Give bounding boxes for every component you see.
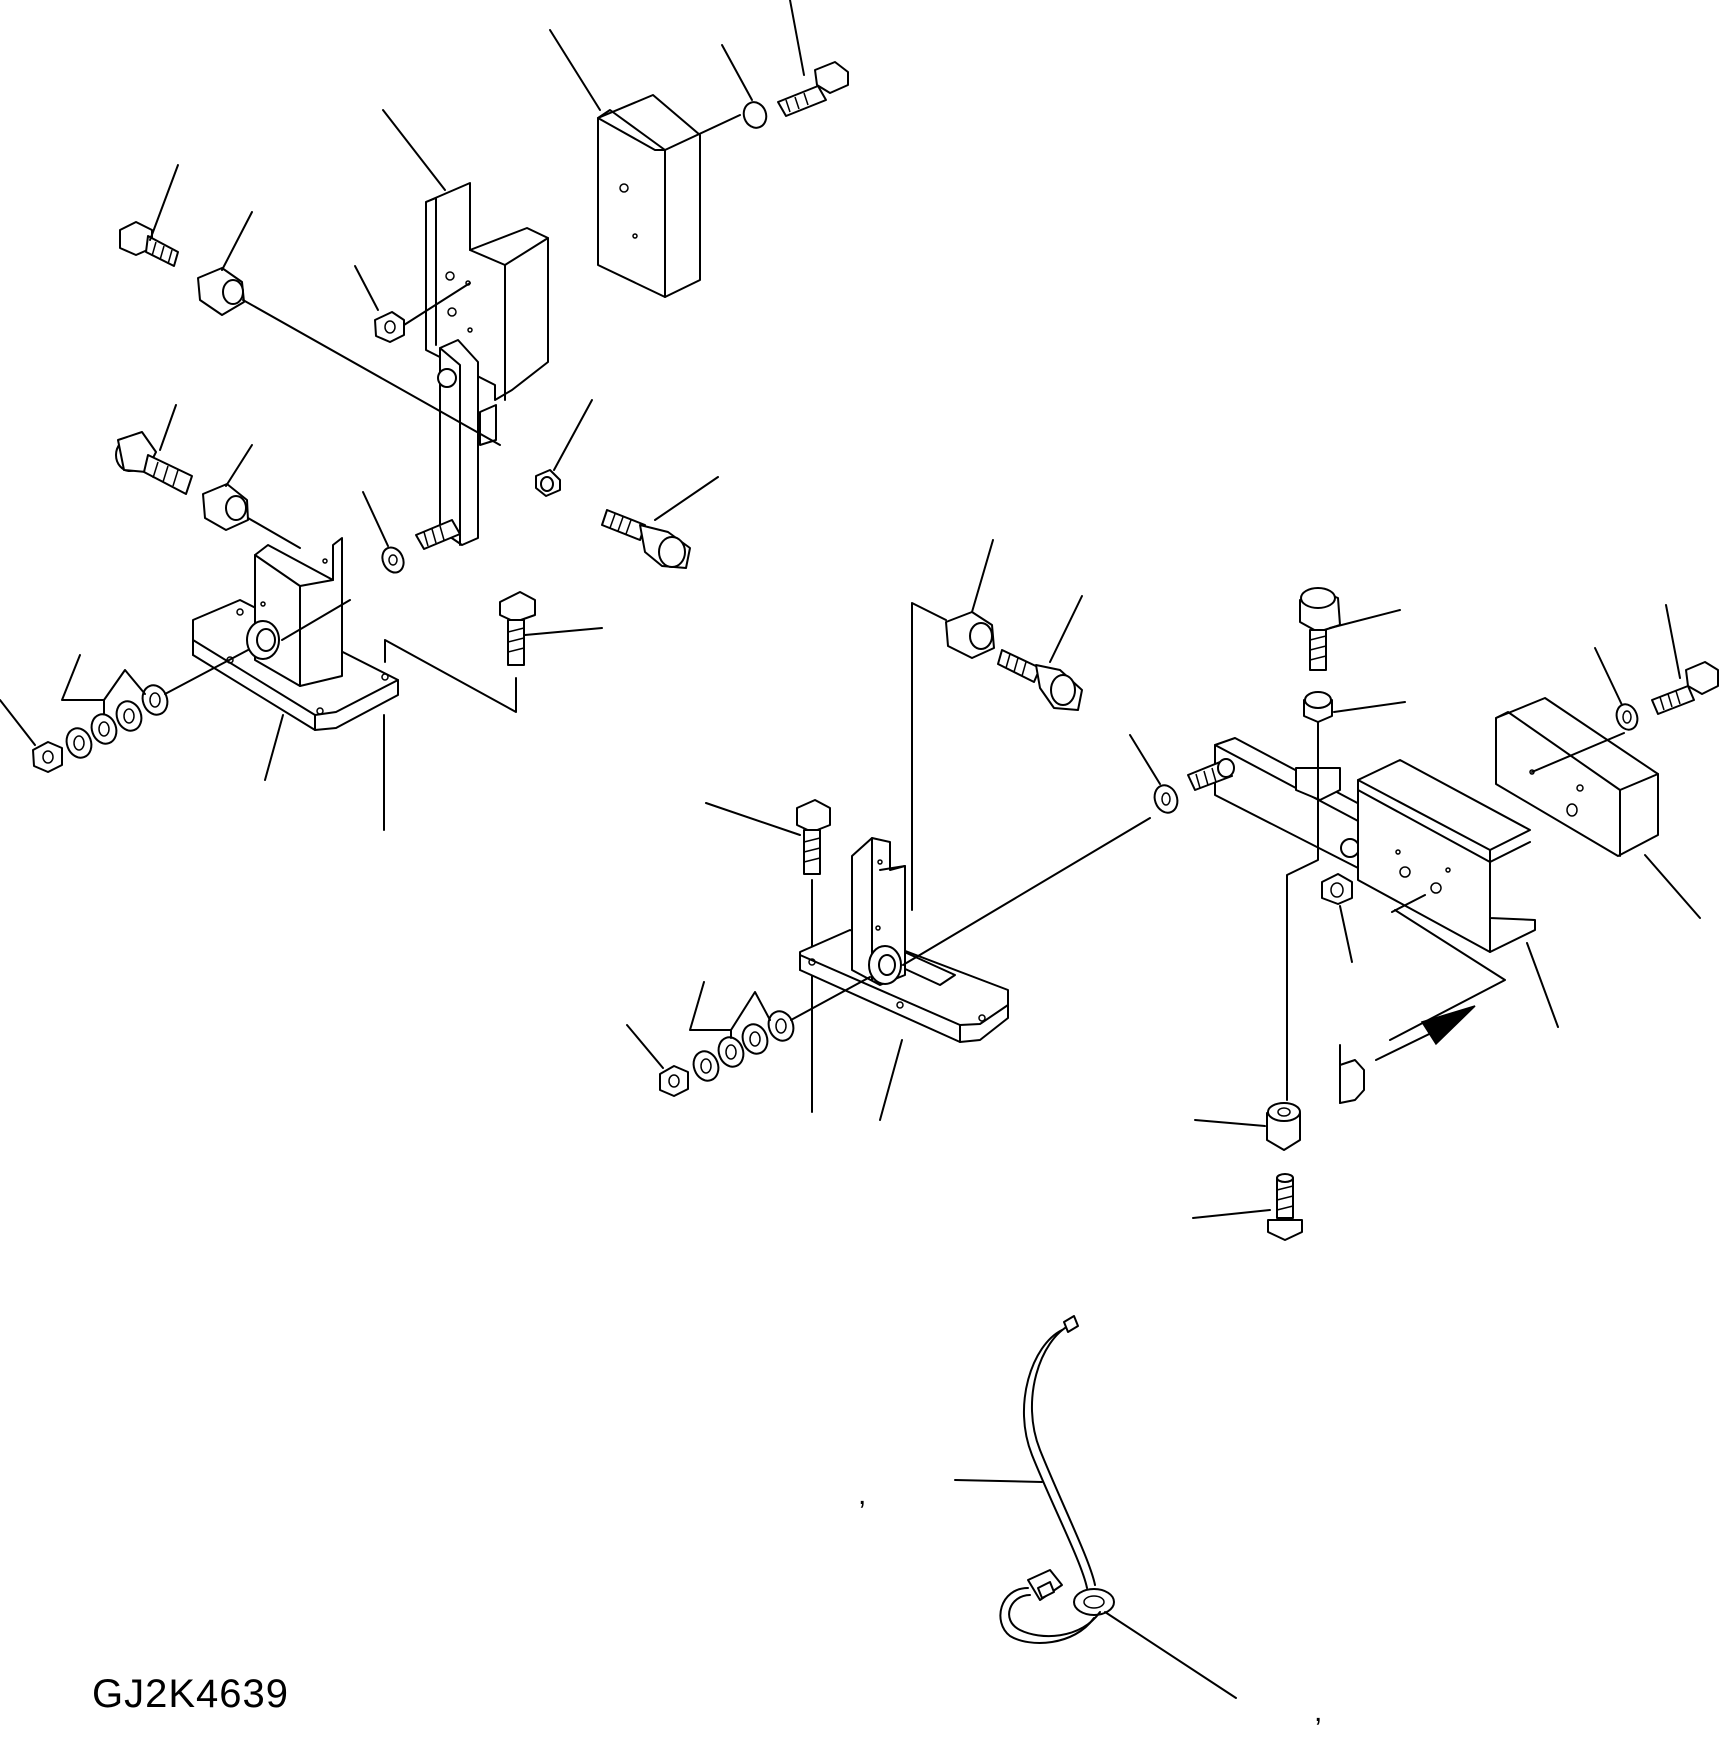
centerline [1531, 732, 1625, 773]
leader-line [654, 476, 719, 521]
leader-line [1339, 905, 1353, 963]
leader-line [221, 211, 253, 271]
spacer-icon [945, 611, 995, 659]
leader-line [1526, 942, 1559, 1028]
leader-line [789, 0, 805, 76]
centerline [1286, 721, 1319, 1101]
washer-icon [381, 546, 405, 574]
leader-line [721, 44, 753, 101]
leader-line [149, 164, 179, 241]
cap-nut-icon [1303, 691, 1333, 723]
centerline [902, 817, 1151, 966]
spacer-icon [202, 483, 249, 531]
socket-bolt-icon [601, 509, 691, 569]
drawing-id: GJ2K4639 [92, 1672, 290, 1716]
leader-line [879, 1039, 903, 1121]
leader-line [689, 981, 771, 1031]
centerline [242, 299, 501, 446]
leader-line [1104, 1611, 1237, 1699]
bolt-icon [499, 591, 536, 666]
spacer-icon [197, 267, 245, 316]
leader-line [354, 265, 379, 311]
leader-line [61, 654, 146, 701]
leader-line [1049, 595, 1083, 663]
leader-line [553, 399, 593, 471]
stopper-block-upper [597, 94, 701, 298]
leader-line [382, 109, 446, 191]
washer-icon [1153, 784, 1179, 814]
direction-arrow-icon [1339, 1005, 1476, 1104]
centerline [911, 602, 947, 911]
socket-bolt-icon [997, 649, 1083, 711]
leader-line [664, 114, 741, 151]
bolt-icon [1267, 1173, 1303, 1241]
centerline [164, 649, 249, 695]
bolt-icon [1651, 661, 1719, 715]
leader-line [362, 491, 389, 547]
centerline [384, 639, 517, 713]
lever-icon [437, 339, 497, 546]
leader-line [159, 404, 177, 451]
nut-icon [1321, 873, 1353, 905]
leader-line [971, 539, 994, 613]
bolt-icon [119, 221, 179, 267]
leader-line [0, 699, 36, 746]
bracket-base-left [192, 537, 399, 731]
leader-line [264, 714, 284, 781]
leader-line [626, 1024, 664, 1069]
leader-line [954, 1479, 1043, 1483]
centerline [247, 517, 301, 549]
leader-line [1192, 1209, 1271, 1219]
leader-line [403, 282, 471, 326]
leader-line [549, 29, 601, 111]
bracket-base-right [799, 837, 1009, 1043]
lever-icon [1214, 737, 1381, 871]
drawing-mark: , [858, 1478, 867, 1511]
washer-stack [65, 684, 169, 759]
bolt-icon [796, 799, 831, 875]
leader-line [1194, 1119, 1266, 1127]
cap-nut-icon [535, 469, 561, 497]
leader-line [225, 444, 253, 487]
leader-line [1329, 609, 1401, 629]
stopper-block-lower [1495, 697, 1659, 857]
nut-icon [659, 1065, 689, 1097]
socket-bolt-icon [115, 431, 193, 495]
leader-line [1129, 734, 1161, 785]
washer-stack [692, 1010, 795, 1082]
washer-icon [1615, 703, 1639, 731]
leader-line [1333, 701, 1406, 713]
centerline [790, 976, 871, 1021]
washer-icon [742, 101, 768, 129]
leader-line [524, 627, 603, 636]
leader-line [1665, 604, 1681, 679]
leader-line [1644, 854, 1701, 919]
leader-line [1594, 647, 1623, 706]
bracket-channel-right [1357, 759, 1536, 953]
pin-icon [1187, 758, 1235, 791]
spacer-icon [1266, 1102, 1301, 1151]
pin-icon [415, 519, 461, 550]
wire-harness-icon [999, 1315, 1115, 1644]
nut-icon [32, 741, 63, 773]
socket-bolt-icon [1299, 587, 1341, 671]
leader-line [705, 802, 801, 836]
centerline [281, 599, 351, 641]
centerline [1391, 894, 1426, 913]
bolt-icon [777, 61, 849, 117]
nut-icon [374, 311, 405, 343]
drawing-mark: , [1314, 1695, 1323, 1728]
